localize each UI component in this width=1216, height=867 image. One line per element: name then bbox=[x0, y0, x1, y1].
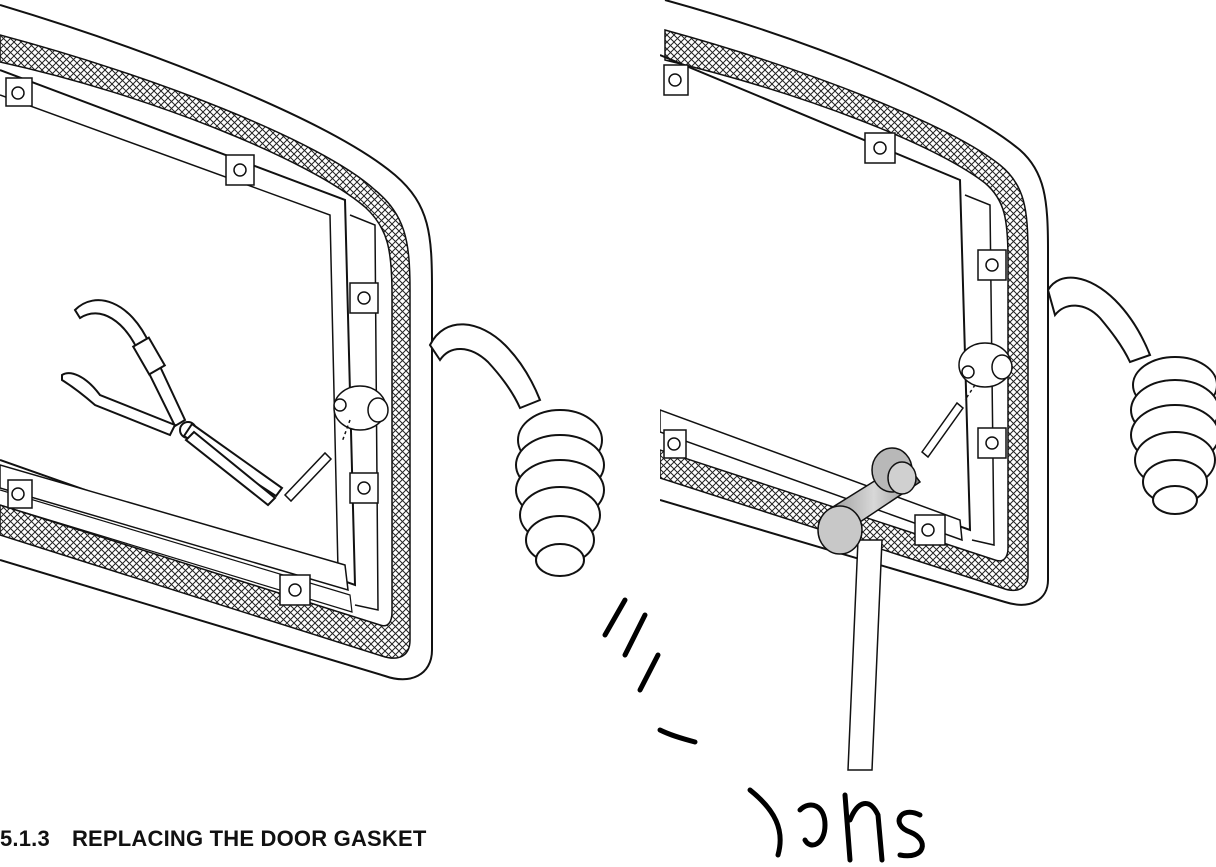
section-number: 5.1.3 bbox=[0, 826, 50, 851]
spring-handle-icon bbox=[428, 323, 605, 577]
illustration-hammer-inserting-pin bbox=[660, 0, 1216, 867]
hammer-icon bbox=[817, 447, 922, 771]
clip-icon bbox=[5, 77, 379, 606]
door-frame-left-svg bbox=[0, 4, 605, 681]
pin-icon bbox=[920, 401, 965, 459]
illustration-pliers-removing-pin bbox=[0, 0, 660, 790]
hinge-boss-icon bbox=[333, 385, 389, 443]
clip-icon bbox=[663, 64, 1007, 546]
door-frame-right-svg bbox=[660, 0, 1216, 771]
pliers-icon bbox=[61, 299, 284, 507]
hinge-boss-icon bbox=[958, 342, 1013, 401]
section-heading: 5.1.3 REPLACING THE DOOR GASKET bbox=[0, 826, 427, 852]
pin-icon bbox=[283, 451, 333, 503]
spring-handle-icon bbox=[1046, 276, 1216, 515]
section-title: REPLACING THE DOOR GASKET bbox=[71, 826, 427, 851]
